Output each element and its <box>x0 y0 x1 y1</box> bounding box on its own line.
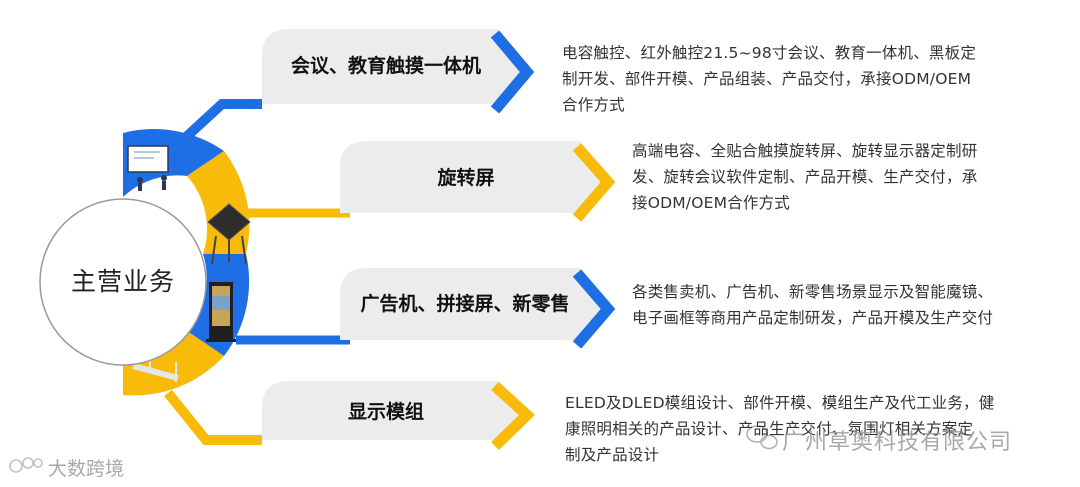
description-line: 接ODM/OEM合作方式 <box>632 190 977 216</box>
watermark-logo-left <box>10 458 42 472</box>
description-line: ELED及DLED模组设计、部件开模、模组生产及代工业务，健 <box>565 390 994 416</box>
description-touch-panel: 电容触控、红外触控21.5~98寸会议、教育一体机、黑板定 制开发、部件开模、产… <box>562 40 976 118</box>
description-line: 发、旋转会议软件定制、产品开模、生产交付，承 <box>632 164 977 190</box>
description-line: 各类售卖机、广告机、新零售场景显示及智能魔镜、 <box>632 279 993 305</box>
description-ad-display: 各类售卖机、广告机、新零售场景显示及智能魔镜、 电子画框等商用产品定制研发，产品… <box>632 279 993 331</box>
description-line: 电子画框等商用产品定制研发，产品开模及生产交付 <box>632 305 993 331</box>
center-title: 主营业务 <box>40 199 206 365</box>
connector-4 <box>168 393 262 440</box>
description-line: 电容触控、红外触控21.5~98寸会议、教育一体机、黑板定 <box>562 40 976 66</box>
description-line: 制开发、部件开模、产品组装、产品交付，承接ODM/OEM <box>562 66 976 92</box>
kiosk-image <box>206 282 236 342</box>
description-line: 合作方式 <box>562 92 976 118</box>
description-rotating-screen: 高端电容、全贴合触摸旋转屏、旋转显示器定制研 发、旋转会议软件定制、产品开模、生… <box>632 138 977 216</box>
branch-label-display-module: 显示模组 <box>270 384 502 440</box>
watermark-left: 大数跨境 <box>48 454 124 481</box>
watermark-right: 广州草奥科技有限公司 <box>782 424 1012 456</box>
branch-label-touch-panel: 会议、教育触摸一体机 <box>270 38 502 94</box>
branch-label-rotating-screen: 旋转屏 <box>350 150 582 206</box>
connector-1 <box>172 104 262 150</box>
branch-label-ad-display: 广告机、拼接屏、新零售 <box>345 276 585 332</box>
description-line: 高端电容、全贴合触摸旋转屏、旋转显示器定制研 <box>632 138 977 164</box>
